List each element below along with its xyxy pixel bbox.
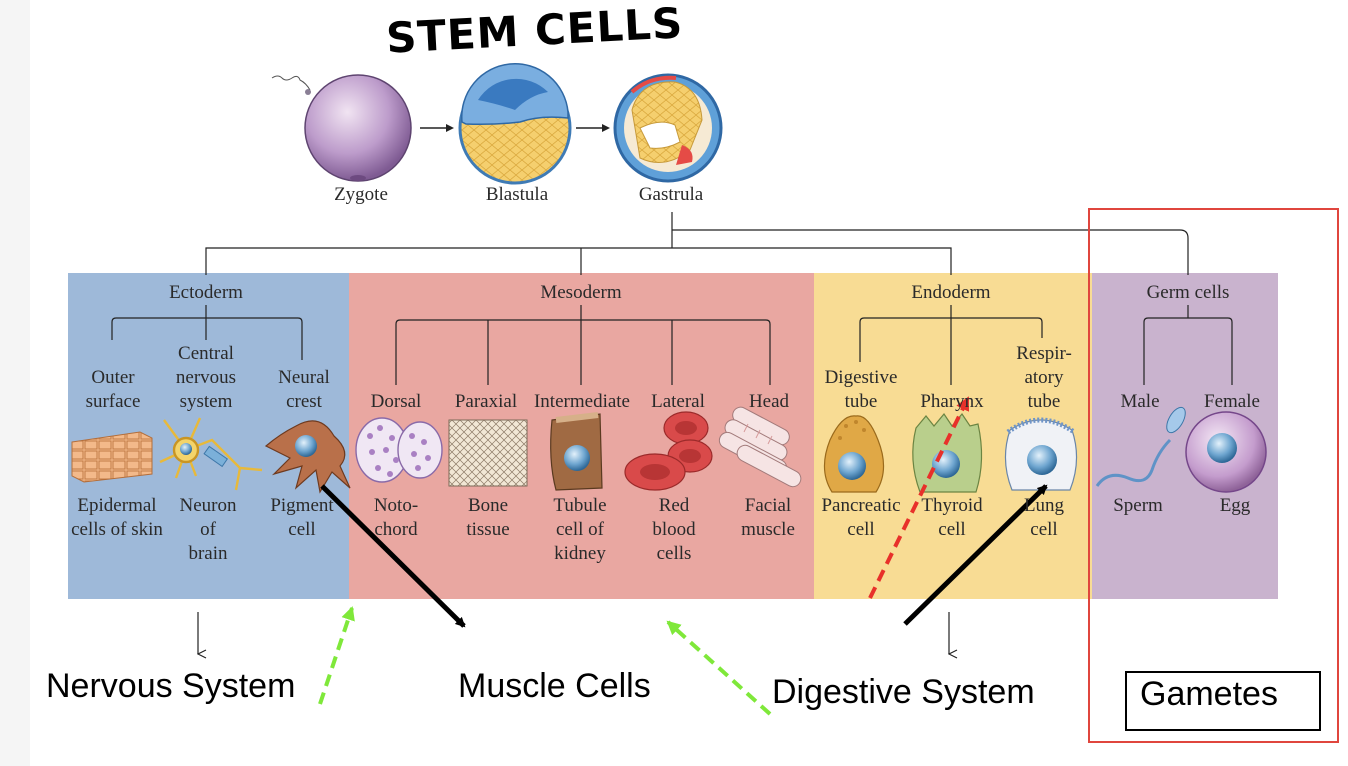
digestive-system-label: Digestive System	[772, 673, 1035, 711]
notochord-illustration	[355, 417, 443, 483]
subtype-central-nervous-system: Central nervous system	[175, 343, 237, 412]
stage-label-zygote: Zygote	[334, 184, 388, 205]
cell-egg: Egg	[1219, 495, 1251, 516]
cell-notochord: Noto- chord	[373, 495, 419, 540]
kidney-tubule-cell-illustration	[550, 412, 603, 491]
lung-cell-illustration	[1004, 417, 1078, 491]
subtype-respiratory-tube: Respir- atory tube	[1016, 343, 1072, 412]
thyroid-cell-illustration	[912, 412, 983, 493]
cell-red-blood: Red blood cells	[652, 495, 696, 564]
stage-label-blastula: Blastula	[485, 184, 549, 205]
mesoderm-heading: Mesoderm	[540, 282, 622, 303]
digestive-to-mesoderm-arrow	[666, 620, 772, 716]
page-margin	[0, 0, 30, 766]
subtype-intermediate: Intermediate	[533, 391, 630, 412]
cell-sperm: Sperm	[1113, 495, 1163, 516]
cell-neuron: Neuron of brain	[179, 495, 237, 564]
gametes-box	[1125, 671, 1321, 731]
nervous-to-mesoderm-arrow	[318, 606, 355, 705]
cell-bone-tissue: Bone tissue	[466, 495, 510, 540]
cell-facial-muscle: Facial muscle	[741, 495, 795, 540]
subtype-paraxial: Paraxial	[454, 391, 518, 412]
ectoderm-heading: Ectoderm	[169, 282, 243, 303]
sperm-illustration	[1095, 406, 1186, 487]
muscle-cells-label: Muscle Cells	[458, 667, 651, 705]
cell-lung: Lung cell	[1023, 495, 1065, 540]
pigment-to-muscle-arrow	[320, 484, 466, 628]
subtype-head: Head	[748, 391, 790, 412]
cell-thyroid: Thyroid cell	[921, 495, 983, 540]
subtype-female: Female	[1204, 391, 1260, 412]
subtype-outer-surface: Outer surface	[85, 367, 141, 412]
germ-cells-heading: Germ cells	[1146, 282, 1230, 303]
zygote-illustration	[271, 74, 412, 182]
epidermal-cells-illustration	[71, 431, 153, 483]
facial-muscle-illustration	[718, 406, 802, 488]
egg-illustration	[1185, 411, 1267, 493]
lineage-tree	[111, 212, 1233, 385]
germ-cells-highlight-frame	[1088, 208, 1339, 743]
subtype-digestive-tube: Digestive tube	[824, 367, 898, 412]
digestive-to-lung-arrow	[903, 484, 1048, 626]
endoderm-heading: Endoderm	[911, 282, 991, 303]
subtype-pharynx: Pharynx	[920, 391, 984, 412]
nervous-system-label: Nervous System	[46, 667, 296, 705]
stage-label-gastrula: Gastrula	[638, 184, 704, 205]
cell-pancreatic: Pancreatic cell	[821, 495, 901, 540]
bone-tissue-illustration	[448, 419, 528, 487]
red-blood-cells-illustration	[624, 411, 713, 491]
pigment-cell-illustration	[264, 420, 351, 494]
neuron-illustration	[159, 417, 263, 491]
gametes-label: Gametes	[1140, 675, 1278, 713]
subtype-neural-crest: Neural crest	[278, 367, 330, 412]
subtype-male: Male	[1120, 391, 1160, 412]
subtype-lateral: Lateral	[651, 391, 705, 412]
blastula-illustration	[458, 63, 572, 185]
pancreatic-cell-illustration	[823, 415, 885, 493]
cell-kidney-tubule: Tubule cell of kidney	[553, 495, 607, 564]
cell-pigment: Pigment cell	[270, 495, 334, 540]
subtype-dorsal: Dorsal	[370, 391, 422, 412]
cell-epidermal: Epidermal cells of skin	[71, 495, 163, 540]
gastrula-illustration	[613, 73, 723, 183]
